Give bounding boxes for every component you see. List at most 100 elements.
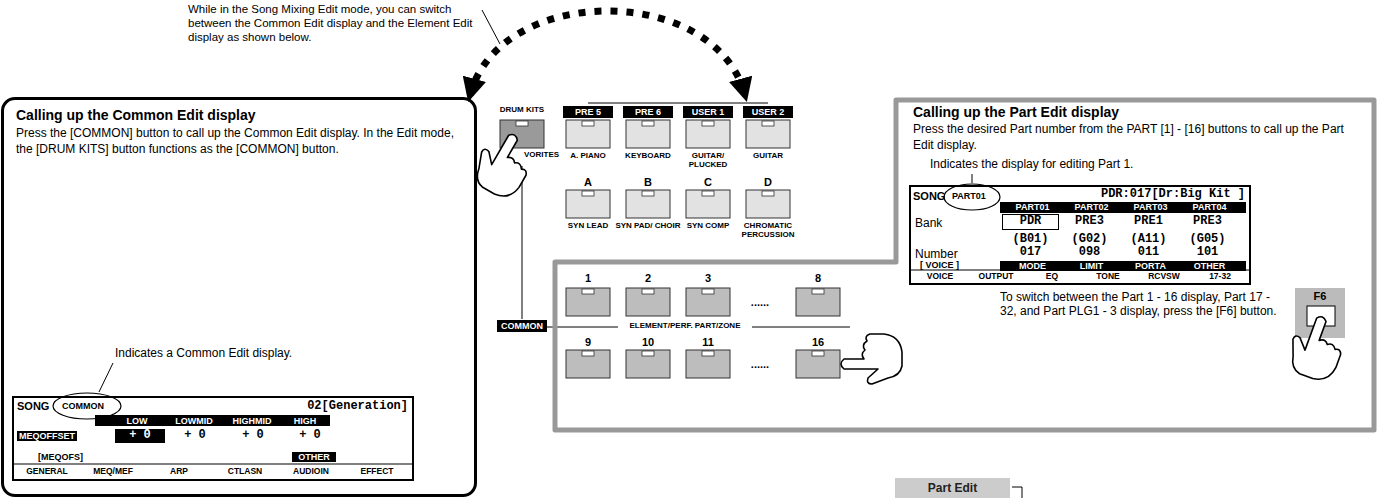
lcd-text: MEQ/MEF [81, 467, 145, 477]
button-led [642, 351, 654, 356]
lcd-text: MODE [1003, 261, 1062, 271]
lcd-text: 098 [1062, 246, 1117, 260]
panel-button [626, 190, 670, 218]
button-led [762, 121, 774, 126]
panel-button [566, 120, 610, 148]
button-caption: SYN PAD/ CHOIR [613, 222, 683, 231]
lcd-text: HIGHMID [222, 416, 282, 426]
leader-line [972, 174, 973, 183]
note-text: Indicates a Common Edit display. [115, 346, 335, 360]
button-number: 11 [686, 336, 730, 349]
note-text: Indicates the display for editing Part 1… [930, 157, 1133, 171]
panel-button [626, 288, 670, 316]
lcd-text: LOW [110, 416, 164, 426]
lcd-text: (G02) [1062, 233, 1117, 247]
panel-button [566, 350, 610, 378]
lcd-text: 101 [1180, 246, 1235, 260]
button-led [702, 121, 714, 126]
instruction-panel: Calling up the Part Edit displayPress th… [552, 97, 1377, 433]
pointing-hand [467, 125, 541, 203]
button-led [582, 121, 594, 126]
lcd-text: TONE [1081, 272, 1135, 282]
lcd-text: AUDIOIN [279, 467, 343, 477]
lcd-text: PDR:017[Dr:Big Kit ] [1035, 188, 1245, 202]
button-number: 3 [686, 272, 730, 285]
lcd-text: [MEQOFS] [38, 452, 83, 462]
lcd-text: [ VOICE ] [920, 260, 959, 270]
panel-button [686, 120, 730, 148]
lcd-text: (B01) [1003, 233, 1058, 247]
lcd-text: + 0 [170, 429, 220, 443]
button-caption: SYN COMP [673, 222, 743, 231]
button-led [702, 191, 714, 196]
lcd-text: ARP [147, 467, 211, 477]
lcd-text: OUTPUT [969, 272, 1023, 282]
panel-body: Press the [COMMON] button to call up the… [16, 126, 466, 157]
panel-button [566, 288, 610, 316]
lcd-text: OTHER [292, 452, 336, 462]
lcd-text: VOICE [913, 272, 967, 282]
panel-line [752, 327, 850, 328]
panel-button [796, 288, 840, 316]
lcd-text: + 0 [115, 429, 165, 443]
lcd-text: HIGH [280, 416, 330, 426]
bracket [1012, 487, 1022, 498]
button-led [642, 121, 654, 126]
panel-tag: COMMON [497, 320, 547, 332]
lcd-text: LOWMID [165, 416, 223, 426]
lcd-text: PART01 [1003, 202, 1062, 212]
lcd-text: PART03 [1121, 202, 1180, 212]
panel-button [796, 350, 840, 378]
lcd-text: GENERAL [15, 467, 79, 477]
button-number: 8 [796, 272, 840, 285]
lcd-text: SONG [913, 190, 945, 203]
button-number: 16 [796, 336, 840, 349]
lcd-text: 02[Generation] [290, 400, 408, 414]
button-led [516, 121, 528, 126]
panel-button [626, 120, 670, 148]
button-caption: GUITAR [733, 152, 803, 161]
button-number: 1 [566, 272, 610, 285]
lcd-text: EFFECT [345, 467, 409, 477]
button-caption: CHROMATIC PERCUSSION [733, 222, 803, 240]
button-number: ...... [735, 296, 785, 309]
switch-arrow [470, 11, 745, 95]
lcd-text: (G05) [1180, 233, 1235, 247]
button-caption: SYN LEAD [553, 222, 623, 231]
panel-button [626, 350, 670, 378]
lcd-text: 011 [1121, 246, 1176, 260]
panel-button [686, 190, 730, 218]
lcd-text: 17-32 [1193, 272, 1247, 282]
panel-body: Press the desired Part number from the P… [913, 122, 1363, 153]
panel-heading: Calling up the Common Edit display [16, 107, 256, 123]
button-caption: KEYBOARD [613, 152, 683, 161]
lcd-rule [14, 464, 412, 465]
panel-button [566, 190, 610, 218]
lcd-screen [13, 397, 413, 480]
panel-line [547, 327, 618, 328]
button-caption: D [733, 176, 803, 188]
note-text: Number [915, 247, 958, 261]
lcd-text: PRE3 [1180, 215, 1235, 229]
button-led [702, 351, 714, 356]
button-caption: ELEMENT/PERF. PART/ZONE [590, 322, 780, 331]
lcd-text: + 0 [285, 429, 335, 443]
note-text: While in the Song Mixing Edit mode, you … [188, 3, 478, 44]
lcd-screen [910, 186, 1250, 284]
lcd-text: RCVSW [1137, 272, 1191, 282]
lcd-bar [95, 415, 330, 426]
note-text: Bank [915, 216, 942, 230]
pointing-hand [1283, 310, 1351, 384]
button-led [582, 191, 594, 196]
button-led [812, 289, 824, 294]
button-number: ...... [735, 358, 785, 371]
button-led [762, 191, 774, 196]
lcd-text: EQ [1025, 272, 1079, 282]
lcd-text: PART02 [1062, 202, 1121, 212]
lcd-text: PDR [1003, 215, 1058, 229]
button-caption: A [553, 176, 623, 188]
button-caption: VORITES [524, 151, 564, 160]
panel-tag: PRE 6 [623, 106, 673, 118]
button-caption: C [673, 176, 743, 188]
lcd-text: CTLASN [213, 467, 277, 477]
